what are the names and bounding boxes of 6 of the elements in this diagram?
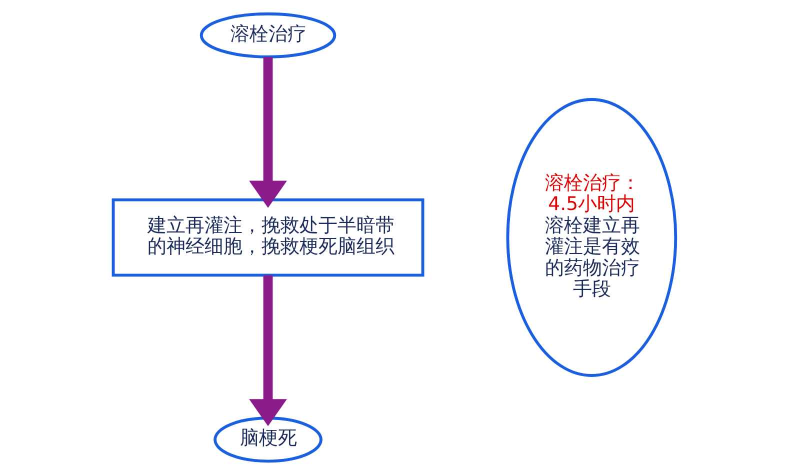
arrow (249, 274, 287, 426)
node-ellipse: 溶栓治疗 (200, 12, 336, 58)
node-ellipse: 脑梗死 (214, 416, 322, 462)
node-ellipse: 溶栓治疗： 4.5小时内 溶栓建立再灌注是有效的药物治疗手段 (506, 98, 678, 376)
node-box: 建立再灌注，挽救处于半暗带的神经细胞，挽救梗死脑组织 (112, 198, 424, 276)
arrow (249, 56, 287, 208)
